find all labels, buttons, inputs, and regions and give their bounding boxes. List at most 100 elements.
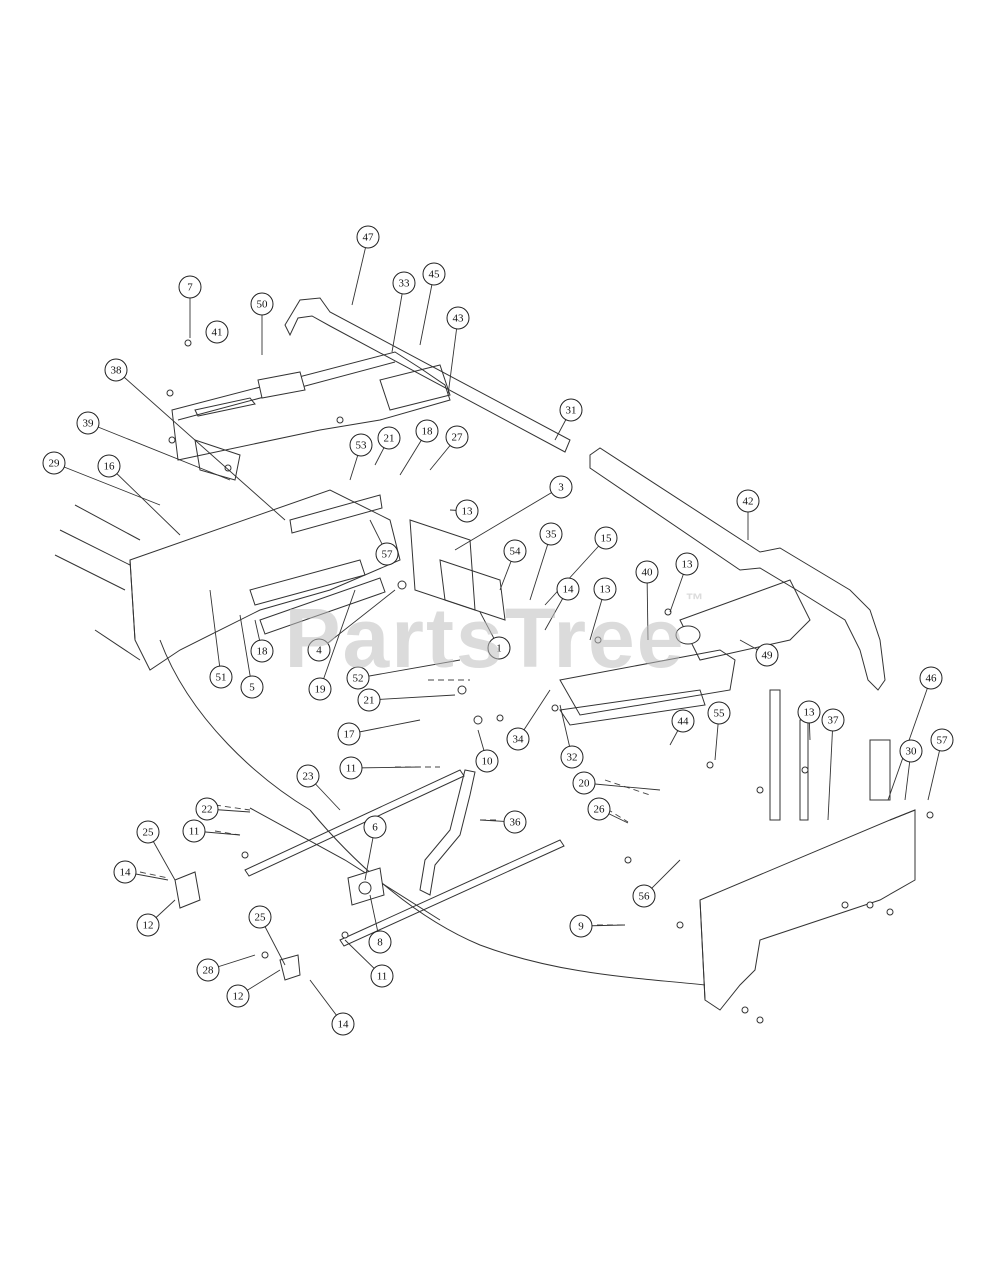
dashed-leaders xyxy=(139,679,651,926)
callout-27[interactable]: 27 xyxy=(445,425,469,449)
right-handle-bar xyxy=(589,447,886,691)
callout-16[interactable]: 16 xyxy=(97,454,121,478)
callout-57[interactable]: 57 xyxy=(930,728,954,752)
callout-label: 25 xyxy=(255,912,267,924)
callout-31[interactable]: 31 xyxy=(559,398,583,422)
callout-42[interactable]: 42 xyxy=(736,489,760,513)
callout-54[interactable]: 54 xyxy=(503,539,527,563)
callout-label: 54 xyxy=(510,546,522,558)
callout-12[interactable]: 12 xyxy=(226,984,250,1008)
callout-26[interactable]: 26 xyxy=(587,797,611,821)
callout-8[interactable]: 8 xyxy=(368,930,392,954)
callout-12[interactable]: 12 xyxy=(136,913,160,937)
callout-43[interactable]: 43 xyxy=(446,306,470,330)
callout-label: 15 xyxy=(601,533,613,545)
callout-13[interactable]: 13 xyxy=(455,499,479,523)
callout-30[interactable]: 30 xyxy=(899,739,923,763)
callout-label: 19 xyxy=(315,684,327,696)
pivot-brackets xyxy=(174,867,385,981)
callout-label: 32 xyxy=(567,752,578,764)
callout-29[interactable]: 29 xyxy=(42,451,66,475)
callout-57[interactable]: 57 xyxy=(375,542,399,566)
callout-circle xyxy=(930,728,954,752)
callout-20[interactable]: 20 xyxy=(572,771,596,795)
callout-label: 38 xyxy=(111,365,123,377)
callout-41[interactable]: 41 xyxy=(205,320,229,344)
callout-14[interactable]: 14 xyxy=(331,1012,355,1036)
callout-5[interactable]: 5 xyxy=(240,675,264,699)
callout-circle xyxy=(821,708,845,732)
callout-51[interactable]: 51 xyxy=(209,665,233,689)
callout-11[interactable]: 11 xyxy=(339,756,363,780)
callout-53[interactable]: 53 xyxy=(349,433,373,457)
callout-13[interactable]: 13 xyxy=(593,577,617,601)
callout-label: 11 xyxy=(346,763,357,775)
callout-33[interactable]: 33 xyxy=(392,271,416,295)
callout-label: 16 xyxy=(104,461,116,473)
callout-46[interactable]: 46 xyxy=(919,666,943,690)
callout-36[interactable]: 36 xyxy=(503,810,527,834)
callout-6[interactable]: 6 xyxy=(363,815,387,839)
callout-label: 31 xyxy=(566,405,577,417)
callout-40[interactable]: 40 xyxy=(635,560,659,584)
callout-44[interactable]: 44 xyxy=(671,709,695,733)
callout-19[interactable]: 19 xyxy=(308,677,332,701)
callout-55[interactable]: 55 xyxy=(707,701,731,725)
callout-label: 42 xyxy=(743,496,754,508)
callout-circle xyxy=(556,577,580,601)
callout-14[interactable]: 14 xyxy=(113,860,137,884)
callout-label: 6 xyxy=(372,822,378,834)
callout-21[interactable]: 21 xyxy=(357,688,381,712)
callout-25[interactable]: 25 xyxy=(248,905,272,929)
callout-label: 57 xyxy=(382,549,394,561)
callout-label: 3 xyxy=(558,482,564,494)
callout-56[interactable]: 56 xyxy=(632,884,656,908)
callout-4[interactable]: 4 xyxy=(307,638,331,662)
callout-label: 22 xyxy=(202,804,213,816)
callout-45[interactable]: 45 xyxy=(422,262,446,286)
callout-9[interactable]: 9 xyxy=(569,914,593,938)
callout-32[interactable]: 32 xyxy=(560,745,584,769)
callout-11[interactable]: 11 xyxy=(370,964,394,988)
callout-circle xyxy=(445,425,469,449)
callout-22[interactable]: 22 xyxy=(195,797,219,821)
callout-14[interactable]: 14 xyxy=(556,577,580,601)
callout-circle xyxy=(296,764,320,788)
callout-13[interactable]: 13 xyxy=(675,552,699,576)
callout-25[interactable]: 25 xyxy=(136,820,160,844)
leader-line-19 xyxy=(319,589,356,690)
callout-circle xyxy=(899,739,923,763)
callout-label: 52 xyxy=(353,673,364,685)
callout-11[interactable]: 11 xyxy=(182,819,206,843)
callout-23[interactable]: 23 xyxy=(296,764,320,788)
callout-50[interactable]: 50 xyxy=(250,292,274,316)
callout-1[interactable]: 1 xyxy=(487,636,511,660)
callout-49[interactable]: 49 xyxy=(755,643,779,667)
callout-34[interactable]: 34 xyxy=(506,727,530,751)
callout-circle xyxy=(368,930,392,954)
callout-7[interactable]: 7 xyxy=(178,275,202,299)
callout-10[interactable]: 10 xyxy=(475,749,499,773)
callout-label: 5 xyxy=(249,682,255,694)
callout-28[interactable]: 28 xyxy=(196,958,220,982)
callout-18[interactable]: 18 xyxy=(415,419,439,443)
callout-label: 30 xyxy=(906,746,918,758)
callout-18[interactable]: 18 xyxy=(250,639,274,663)
callout-47[interactable]: 47 xyxy=(356,225,380,249)
callout-label: 37 xyxy=(828,715,840,727)
callout-21[interactable]: 21 xyxy=(377,426,401,450)
callout-37[interactable]: 37 xyxy=(821,708,845,732)
callout-35[interactable]: 35 xyxy=(539,522,563,546)
callout-13[interactable]: 13 xyxy=(797,700,821,724)
callout-52[interactable]: 52 xyxy=(346,666,370,690)
callout-label: 1 xyxy=(496,643,502,655)
callout-15[interactable]: 15 xyxy=(594,526,618,550)
callout-39[interactable]: 39 xyxy=(76,411,100,435)
callout-circle xyxy=(178,275,202,299)
callout-circle xyxy=(446,306,470,330)
callout-17[interactable]: 17 xyxy=(337,722,361,746)
callout-3[interactable]: 3 xyxy=(549,475,573,499)
callout-38[interactable]: 38 xyxy=(104,358,128,382)
callout-label: 55 xyxy=(714,708,726,720)
